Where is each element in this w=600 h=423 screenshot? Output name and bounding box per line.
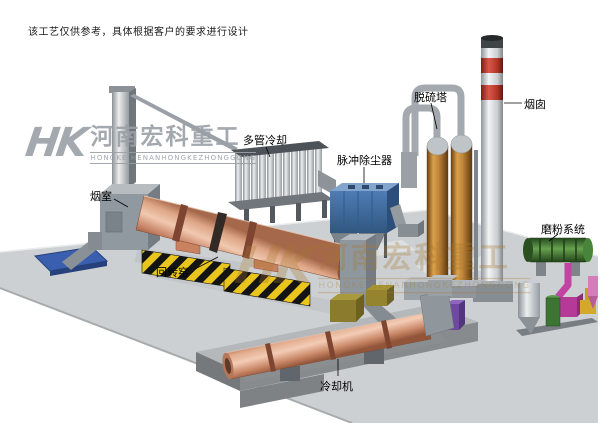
- chimney: [473, 35, 513, 302]
- label-chimney: 烟囱: [524, 98, 546, 111]
- exhaust-fan: [390, 204, 424, 237]
- label-pulse-dust-collector: 脉冲除尘器: [337, 154, 392, 167]
- label-grinding-system: 磨粉系统: [541, 223, 585, 236]
- label-rotary-kiln: 回转窑: [156, 266, 189, 279]
- flue-riser: [401, 152, 417, 188]
- flue-pipes: [402, 84, 465, 156]
- label-multi-tube-cooler: 多管冷却: [243, 134, 287, 147]
- disclaimer-text: 该工艺仅供参考，具体根据客户的要求进行设计: [28, 27, 249, 38]
- connecting-duct: [318, 170, 336, 196]
- diagonal-duct: [130, 94, 238, 151]
- rotary-kiln-unit: [135, 195, 351, 281]
- grinding-system-unit: [516, 237, 598, 336]
- label-smoke-chamber: 烟室: [90, 190, 112, 203]
- label-desulfurization-tower: 脱硫塔: [414, 91, 447, 104]
- transfer-chutes: [330, 277, 465, 330]
- riser-duct: [109, 86, 238, 188]
- leader-lines: [113, 102, 559, 376]
- cooling-machine-unit: [222, 275, 458, 381]
- label-cooling-machine: 冷却机: [320, 380, 353, 393]
- kiln-supports: [141, 249, 311, 307]
